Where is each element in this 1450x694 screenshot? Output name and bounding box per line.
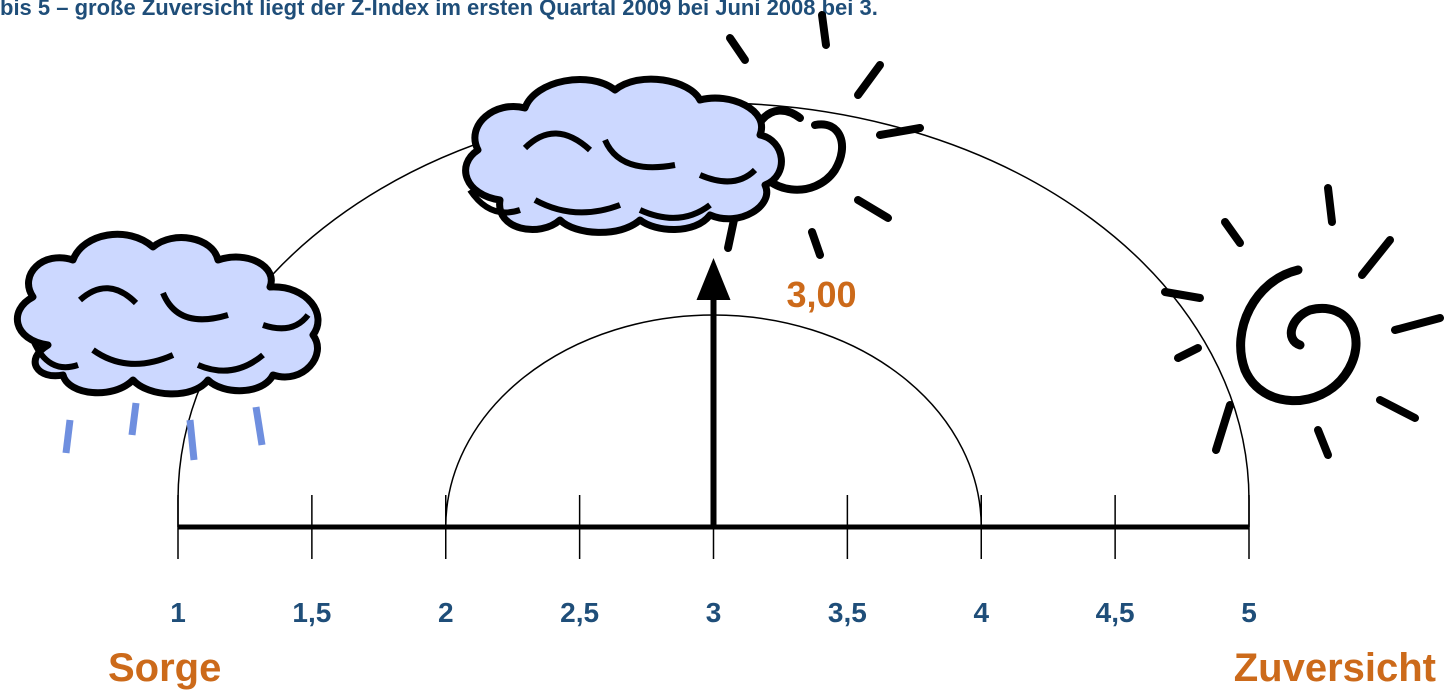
value-label: 3,00 [786,274,856,315]
partly-sunny-icon [462,11,924,259]
tick-label: 4,5 [1096,597,1135,628]
tick-label: 1,5 [292,597,331,628]
tick-label: 5 [1241,597,1257,628]
value-pointer-arrowhead [696,258,731,300]
tick-label: 4 [973,597,989,628]
right-label-zuversicht: Zuversicht [1233,646,1436,690]
tick-label: 2 [438,597,454,628]
tick-labels: 1 1,5 2 2,5 3 3,5 4 4,5 5 [170,597,1257,628]
left-label-sorge: Sorge [108,646,222,690]
tick-label: 2,5 [560,597,599,628]
sun-icon [1161,184,1444,459]
tick-marks [177,495,1250,559]
tick-label: 1 [170,597,186,628]
tick-label: 3,5 [828,597,867,628]
rain-cloud-icon [13,230,322,461]
header-text: bis 5 – große Zuversicht liegt der Z-Ind… [0,0,878,20]
tick-label: 3 [706,597,722,628]
